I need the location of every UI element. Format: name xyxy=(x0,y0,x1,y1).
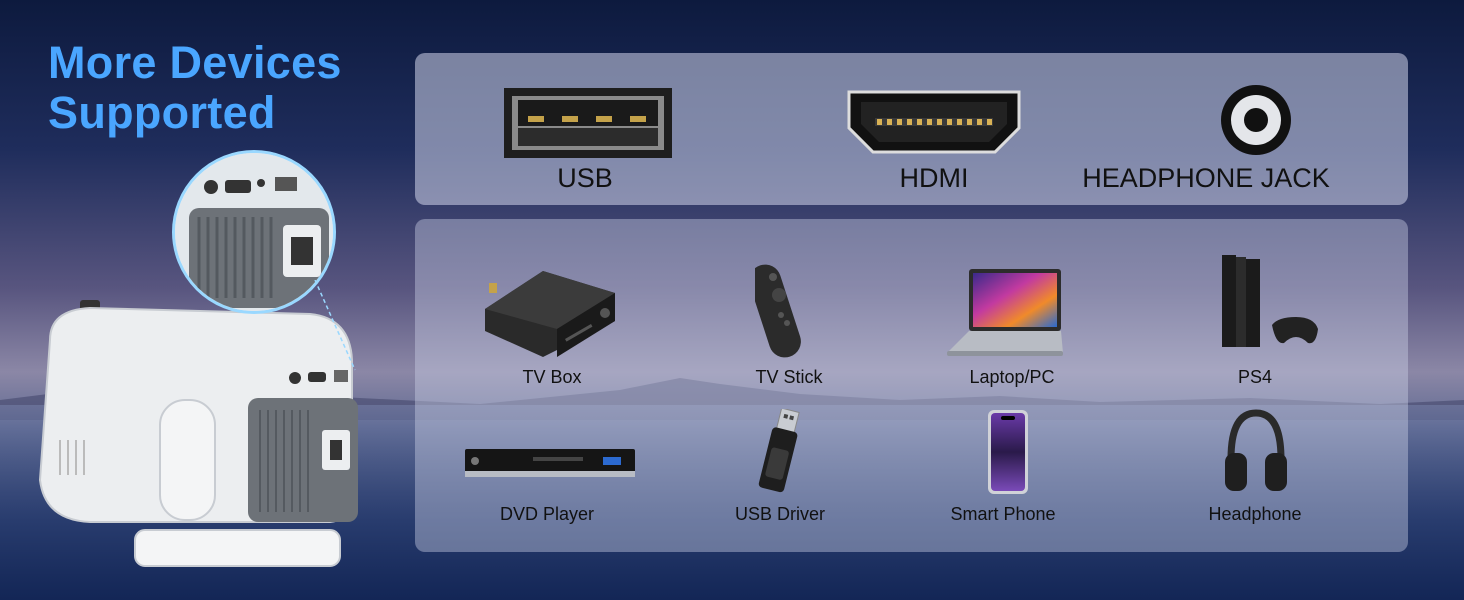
headphone-label: Headphone xyxy=(1208,504,1302,524)
tv-box-icon xyxy=(485,271,615,357)
usb-port-icon xyxy=(504,88,672,158)
dvd-player-icon xyxy=(465,449,635,477)
usb-drive-icon xyxy=(758,409,800,493)
laptop-icon xyxy=(947,269,1063,356)
tv-stick-remote-icon xyxy=(755,264,801,358)
ps4-label: PS4 xyxy=(1237,367,1273,387)
headphone-jack-label: HEADPHONE JACK xyxy=(1082,163,1330,193)
ps4-console-icon xyxy=(1222,255,1318,347)
title-line-2: Supported xyxy=(48,87,276,138)
tv-box-label: TV Box xyxy=(522,367,582,387)
dvd-player-label: DVD Player xyxy=(499,504,595,524)
headphone-icon xyxy=(1225,409,1287,491)
tv-stick-label: TV Stick xyxy=(755,367,823,387)
port-closeup-inset xyxy=(172,150,336,314)
hdmi-label: HDMI xyxy=(899,163,969,193)
usb-drive-label: USB Driver xyxy=(734,504,826,524)
ports-panel: USB HDMI HEADPHONE JACK xyxy=(415,53,1408,205)
usb-label: USB xyxy=(557,163,613,193)
headphone-jack-icon xyxy=(1221,85,1291,155)
title-line-1: More Devices xyxy=(48,37,342,88)
smartphone-icon xyxy=(988,410,1028,494)
hdmi-port-icon xyxy=(847,90,1021,154)
devices-panel: TV Box TV Stick Laptop/PC PS4 DVD Player xyxy=(415,219,1408,552)
projector-image xyxy=(38,300,358,567)
laptop-label: Laptop/PC xyxy=(969,367,1055,387)
smartphone-label: Smart Phone xyxy=(950,504,1056,524)
inset-connector-line xyxy=(314,280,356,371)
page-title: More Devices Supported xyxy=(48,38,342,138)
